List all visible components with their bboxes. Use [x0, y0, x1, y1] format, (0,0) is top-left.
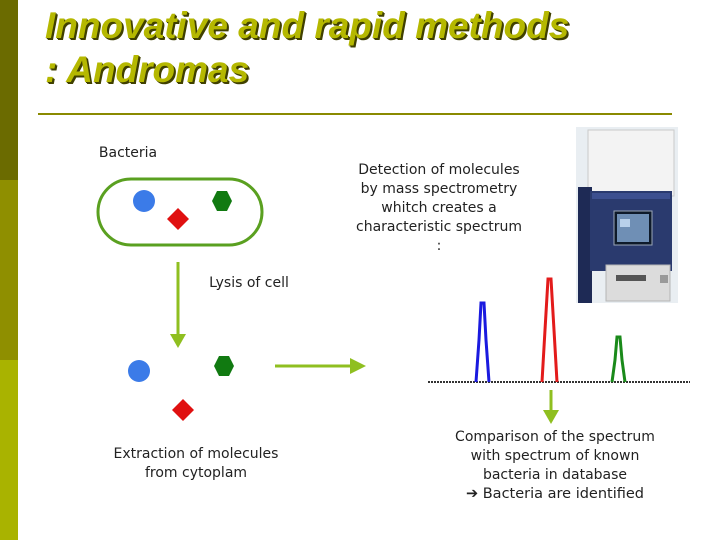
circle-molecule-icon	[133, 190, 155, 212]
extraction-description: Extraction of molecules from cytoplam	[92, 445, 300, 483]
lysis-arrow-head	[170, 334, 186, 348]
detection-line: by mass spectrometry	[360, 181, 518, 197]
spectrum-peak-blue	[474, 301, 491, 383]
comparison-description: Comparison of the spectrum with spectrum…	[430, 428, 680, 504]
bacteria-label: Bacteria	[98, 145, 158, 161]
identified-line: ➔ Bacteria are identified	[430, 485, 680, 504]
detection-line: :	[436, 238, 442, 254]
detection-line: characteristic spectrum	[356, 219, 522, 235]
detection-line: Detection of molecules	[358, 162, 520, 178]
lysis-label: Lysis of cell	[209, 275, 289, 291]
mass-spectrometer-instrument	[576, 127, 678, 303]
slide-title: Innovative and rapid methods : Andromas	[45, 4, 685, 92]
hexagon-molecule-icon	[212, 191, 232, 211]
identified-text: Bacteria are identified	[482, 486, 645, 502]
comparison-line: bacteria in database	[482, 467, 628, 483]
comparison-line: Comparison of the spectrum	[455, 429, 655, 445]
sidebar-band-middle	[0, 180, 18, 360]
extraction-line: from cytoplam	[144, 465, 248, 481]
slide-title-line-2: : Andromas	[45, 49, 250, 90]
slide-title-line-1: Innovative and rapid methods	[45, 5, 570, 46]
circle-molecule-icon	[128, 360, 150, 382]
detection-description: Detection of molecules by mass spectrome…	[334, 161, 544, 256]
right-arrow-icon: ➔	[465, 486, 479, 502]
spectrum-peak-green	[610, 335, 627, 383]
detection-line: whitch creates a	[381, 200, 497, 216]
diamond-molecule-icon	[167, 208, 189, 230]
hexagon-molecule-icon	[214, 356, 234, 376]
bacterium-cell-outline	[96, 177, 264, 247]
sidebar-band-bottom	[0, 360, 18, 540]
comparison-arrow-head	[543, 410, 559, 424]
spectrum-peak-red	[540, 277, 559, 383]
diamond-molecule-icon	[172, 399, 194, 421]
comparison-line: with spectrum of known	[470, 448, 640, 464]
sidebar-band-top	[0, 0, 18, 180]
extraction-line: Extraction of molecules	[113, 446, 279, 462]
to-spectrometry-arrow-head	[350, 358, 366, 374]
title-underline	[38, 113, 672, 115]
